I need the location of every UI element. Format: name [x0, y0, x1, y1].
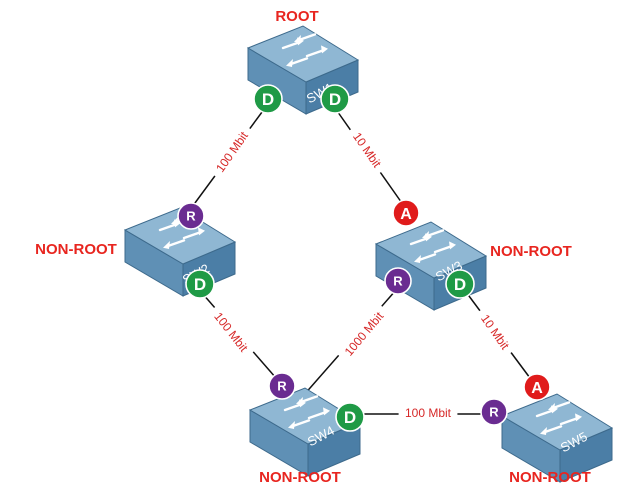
link-label-backing — [336, 303, 391, 364]
switch-role-label-sw2: NON-ROOT — [35, 241, 117, 258]
port-role-letter: R — [186, 209, 196, 224]
alternate-port-badge — [523, 373, 551, 401]
switch-top-face — [123, 207, 237, 265]
link-speed-label: 1000 Mbit — [342, 309, 387, 359]
port-role-letter: D — [329, 90, 341, 109]
switch-top-face — [500, 393, 614, 451]
switch-top-face — [246, 25, 360, 83]
switch-sw2[interactable]: SW2 — [123, 207, 237, 297]
designated-port-badge — [335, 402, 365, 432]
link-speed-label: 10 Mbit — [478, 312, 512, 353]
designated-port-badge — [445, 269, 475, 299]
port-root-sw2-sw1-sw2: R — [177, 202, 205, 230]
port-role-letter: D — [344, 408, 356, 427]
link-sw3-sw5: 10 Mbit — [465, 291, 531, 379]
port-root-sw4-sw2-sw4: R — [268, 372, 296, 400]
switch-arrows-icon — [283, 395, 330, 429]
alternate-port-badge — [392, 199, 420, 227]
switch-role-label-sw4: NON-ROOT — [259, 469, 341, 486]
link-sw4-sw5: 100 Mbit — [351, 405, 495, 420]
switch-arrows-icon — [409, 229, 456, 263]
port-alternate-sw3-sw1-sw3: A — [392, 199, 420, 227]
port-designated-sw4-sw4-sw5: D — [335, 402, 365, 432]
link-sw1-sw2: 100 Mbit — [191, 107, 266, 208]
port-role-letter: A — [531, 380, 543, 397]
port-designated-sw1-sw1-sw2: D — [253, 84, 283, 114]
link-sw2-sw4: 100 Mbit — [201, 292, 277, 379]
link-sw3-sw4: 1000 Mbit — [302, 289, 397, 397]
port-alternate-sw5-sw3-sw5: A — [523, 373, 551, 401]
link-speed-label: 100 Mbit — [211, 310, 251, 355]
port-role-letter: D — [194, 275, 206, 294]
root-port-badge — [177, 202, 205, 230]
switch-arrows-icon — [535, 401, 582, 435]
switch-sw5[interactable]: SW5 — [500, 393, 614, 483]
link-label-backing — [346, 124, 389, 176]
designated-port-badge — [185, 269, 215, 299]
switch-sw4[interactable]: SW4 — [248, 387, 362, 477]
switch-role-label-sw1: ROOT — [275, 8, 318, 25]
root-port-badge — [480, 398, 508, 426]
switch-top-face — [374, 221, 488, 279]
port-designated-sw2-sw2-sw4: D — [185, 269, 215, 299]
port-root-sw3-sw3-sw4: R — [384, 267, 412, 295]
link-label-backing — [207, 303, 256, 360]
switch-role-label-sw5: NON-ROOT — [509, 469, 591, 486]
port-role-letter: D — [262, 90, 274, 109]
link-label-backing — [474, 306, 517, 358]
root-port-badge — [268, 372, 296, 400]
port-designated-sw3-sw3-sw5: D — [445, 269, 475, 299]
port-root-sw5-sw4-sw5: R — [480, 398, 508, 426]
link-speed-label: 100 Mbit — [405, 406, 452, 420]
port-role-letter: R — [393, 274, 403, 289]
switch-role-label-sw3: NON-ROOT — [490, 243, 572, 260]
root-port-badge — [384, 267, 412, 295]
port-role-letter: R — [489, 405, 499, 420]
port-role-letter: R — [277, 379, 287, 394]
switch-arrows-icon — [281, 33, 328, 67]
link-label-backing — [398, 405, 458, 420]
link-speed-label: 10 Mbit — [350, 130, 384, 171]
designated-port-badge — [253, 84, 283, 114]
link-label-backing — [208, 123, 255, 181]
link-speed-label: 100 Mbit — [213, 129, 251, 175]
port-role-letter: A — [400, 206, 412, 223]
link-sw1-sw3: 10 Mbit — [334, 107, 405, 207]
port-designated-sw1-sw1-sw3: D — [320, 84, 350, 114]
ports-layer: D D R D A R D R D A R — [177, 84, 551, 432]
roles-layer: ROOT NON-ROOT NON-ROOT NON-ROOT NON-ROOT — [35, 8, 591, 486]
designated-port-badge — [320, 84, 350, 114]
port-role-letter: D — [454, 275, 466, 294]
